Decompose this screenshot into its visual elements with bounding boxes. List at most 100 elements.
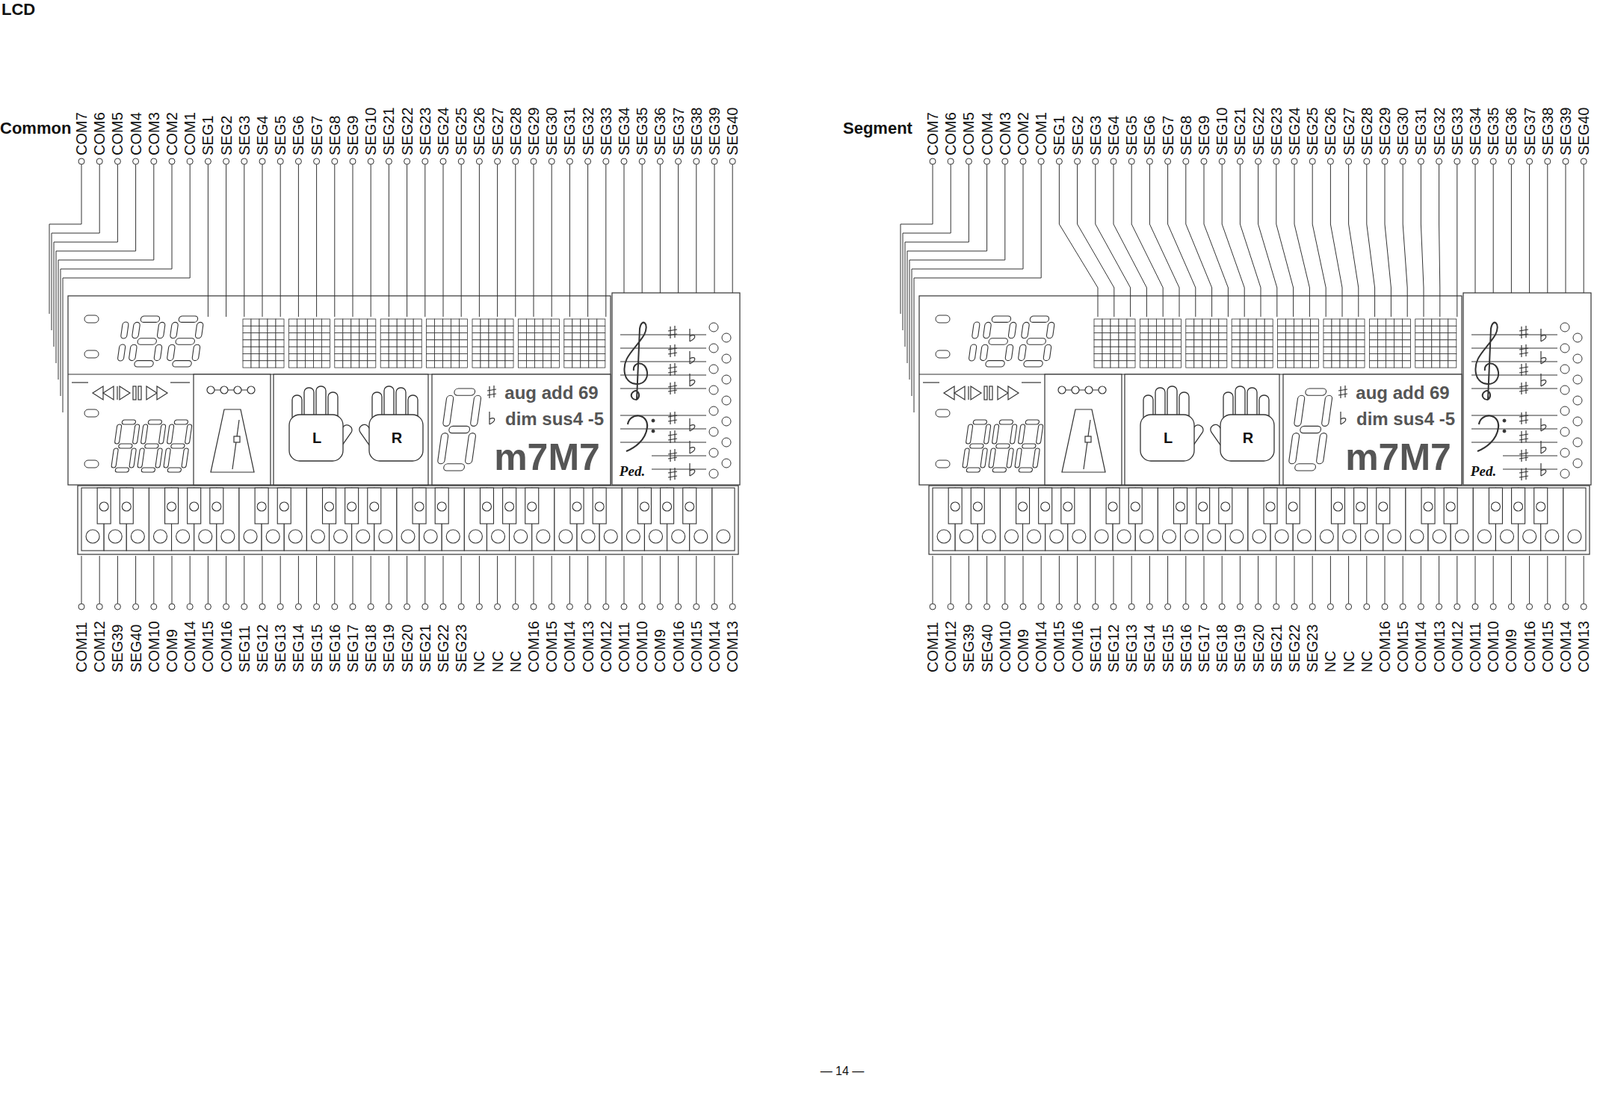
wire (53, 164, 118, 347)
sharp-symbol (487, 385, 497, 399)
wire (81, 556, 83, 604)
dot-matrix-cell (296, 325, 305, 333)
lcd-line-art (674, 363, 675, 376)
keyboard (81, 487, 735, 551)
dot-matrix-cell (1415, 319, 1424, 326)
dot-matrix-cell (472, 319, 481, 326)
wire (1004, 556, 1006, 604)
wire (388, 164, 390, 317)
dot-matrix-cell (1202, 354, 1211, 361)
dot-matrix-cell (1110, 333, 1119, 341)
pin-label: SEG27 (1341, 107, 1357, 156)
dot-matrix-cell (1110, 325, 1119, 333)
pin-terminal (1236, 603, 1243, 610)
wire (207, 164, 209, 317)
pin-label: COM5 (109, 112, 125, 156)
lcd-line-art (689, 425, 696, 432)
dot-matrix-cell (380, 325, 389, 333)
flat-symbol (1540, 418, 1547, 432)
pin-terminal (295, 603, 302, 610)
lcd-line-art (193, 374, 271, 486)
dot-matrix-cell (1440, 354, 1449, 361)
dot-matrix-cell (1377, 354, 1386, 361)
lcd-line-art (929, 158, 1587, 165)
digit-segment (166, 424, 175, 444)
dot-matrix-cell (1310, 340, 1320, 347)
pin-terminal (711, 603, 718, 610)
dot-matrix-cell (1440, 333, 1449, 341)
pin-label: COM2 (1015, 112, 1031, 156)
digit-segment (195, 322, 204, 338)
dot-matrix-cell (413, 354, 422, 361)
dot-matrix-cell (1218, 333, 1228, 341)
black-key (1286, 487, 1300, 524)
dot-matrix-cell (1310, 325, 1320, 333)
pin-terminal (1526, 158, 1533, 165)
dot-matrix-cell (1110, 346, 1119, 354)
bass-clef-dot (1502, 429, 1506, 433)
pin-label: SEG3 (236, 115, 252, 156)
dot-matrix-cell (304, 340, 314, 347)
dot-matrix-cell (351, 325, 360, 333)
wire (1221, 556, 1223, 604)
dot-matrix-cell (1239, 333, 1249, 341)
dot-matrix-cell (517, 340, 527, 347)
lcd-line-art (1525, 325, 1527, 338)
lcd-line-art (1540, 373, 1541, 387)
note-segment (709, 469, 719, 479)
key-segment (153, 529, 167, 544)
lcd-line-art (669, 363, 671, 376)
dot-matrix-cell (334, 325, 344, 333)
dot-matrix-cell (488, 360, 497, 368)
key-segment (973, 502, 982, 512)
digit-segment (133, 360, 154, 367)
lcd-line-art (669, 431, 671, 444)
wire (1095, 164, 1131, 317)
key-segment (356, 529, 370, 544)
dot-matrix-cell (1239, 325, 1249, 333)
dot-matrix-cell (459, 360, 468, 368)
wire (443, 556, 444, 604)
dot-matrix-cell (580, 340, 589, 347)
digit-segment (1026, 338, 1047, 345)
lcd-line-art (1058, 386, 1066, 394)
pin-label: SEG22 (1251, 107, 1266, 156)
pin-terminal (1200, 158, 1207, 165)
key-segment (378, 529, 393, 544)
digit-segment (1017, 344, 1027, 361)
lcd-line-art (68, 295, 611, 486)
dot-matrix-cell (1139, 340, 1148, 347)
wire (551, 556, 553, 604)
key-segment (1432, 529, 1447, 544)
key-segment (257, 502, 267, 512)
pin-terminal (1327, 158, 1334, 165)
black-key (1488, 487, 1503, 524)
key-segment (1500, 529, 1515, 544)
dot-matrix-cell (1210, 333, 1219, 341)
dot-matrix-cell (443, 333, 452, 341)
dot-matrix-cell (259, 360, 268, 368)
note-segment (1560, 364, 1570, 374)
pin-label: SEG31 (561, 107, 577, 156)
dot-matrix-cell (480, 340, 489, 347)
lcd-line-art (689, 418, 690, 432)
pin-label: SEG15 (1160, 624, 1176, 673)
seven-segment-digit (1287, 388, 1334, 471)
dot-matrix-cell (1323, 340, 1332, 347)
lcd-line-art (1344, 385, 1346, 398)
wire (1312, 556, 1314, 604)
pin-terminal (1454, 603, 1461, 610)
lcd-line-art (1519, 366, 1529, 369)
pin-terminal (1128, 603, 1135, 610)
pin-label: SEG39 (706, 107, 722, 156)
lcd-text: aug add 69 (504, 384, 598, 403)
pin-label: COM6 (943, 112, 959, 156)
key-segment (1523, 529, 1537, 544)
key-segment (325, 502, 335, 512)
indicator-segment (84, 409, 99, 418)
sharp-symbol (668, 363, 678, 376)
dot-matrix-cell (251, 333, 260, 341)
dot-matrix-cell (451, 340, 460, 347)
wire (1294, 164, 1310, 317)
dot-matrix-cell (1302, 354, 1311, 361)
